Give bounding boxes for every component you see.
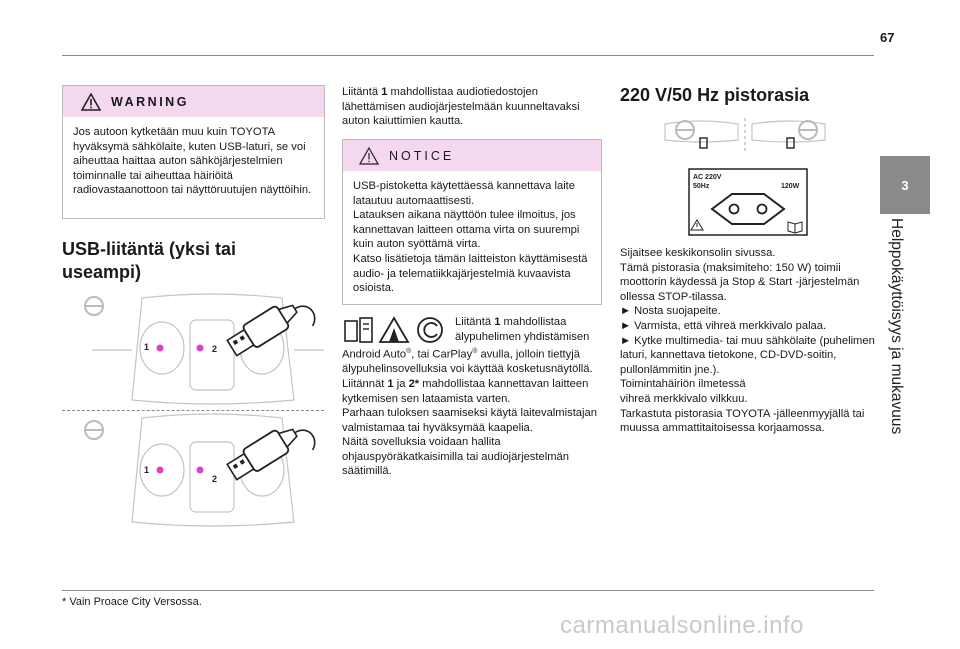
port-2-label: 2 [212, 474, 217, 484]
footnote: * Vain Proace City Versossa. [62, 596, 202, 608]
smartphone-line2: älypuhelimen yhdistämisen [455, 331, 590, 343]
manual-book-icon [787, 221, 803, 234]
steering-wheel-icon [84, 296, 104, 316]
notice-title: NOTICE [389, 148, 455, 163]
notice-triangle-icon [359, 146, 379, 165]
watermark: carmanualsonline.info [560, 612, 804, 639]
usb-location-diagram: 1 2 1 2 [84, 293, 324, 527]
car-interior-top-view-2 [131, 413, 295, 527]
carplay-icon [417, 317, 443, 343]
port-1-marker [156, 466, 164, 474]
port-1-marker [156, 344, 164, 352]
caution-icon [690, 219, 704, 231]
socket-marker-right [786, 137, 795, 149]
mirror-screen-icon [344, 317, 373, 343]
port-1-label: 1 [144, 465, 149, 475]
socket-heading: 220 V/50 Hz pistorasia [620, 85, 810, 105]
steering-wheel-icon [675, 120, 695, 140]
port-2-marker [196, 466, 204, 474]
chapter-title: Helppokäyttöisyys ja mukavuus [888, 218, 905, 435]
port-1-label: 1 [144, 342, 149, 352]
socket-location-diagram [664, 118, 826, 154]
warning-triangle-icon [81, 92, 101, 111]
steering-wheel-icon [84, 420, 104, 440]
page-number: 67 [880, 30, 895, 45]
notice-text: USB-pistoketta käytettäessä kannettava l… [353, 180, 588, 295]
usb-plug-icon [226, 428, 316, 481]
usb-intro: Liitäntä 1 mahdollistaa audiotiedostojen… [342, 86, 580, 128]
top-rule [62, 55, 874, 56]
usb-heading: USB-liitäntä (yksi tai useampi) [62, 239, 237, 282]
notice-box: NOTICE USB-pistoketta käytettäessä kanne… [342, 139, 602, 305]
socket-outlet-icon [710, 193, 786, 225]
chapter-tab[interactable]: 3 [880, 156, 930, 214]
steering-wheel-icon [798, 120, 818, 140]
socket-watt-label: 120W [781, 183, 800, 190]
usb-plug-icon [226, 304, 316, 357]
warning-text: Jos autoon kytketään muu kuin TOYOTA hyv… [73, 126, 312, 197]
socket-marker-left [699, 137, 708, 149]
socket-diagram: AC 220V 50Hz 120W [688, 168, 808, 236]
socket-hz-label: 50Hz [693, 183, 710, 190]
port-2-label: 2 [212, 344, 217, 354]
socket-ac-label: AC 220V [693, 174, 722, 181]
notice-header: NOTICE [343, 140, 601, 171]
smartphone-connect-icons [344, 316, 443, 343]
diagram-separator [62, 410, 324, 411]
warning-header: WARNING [63, 86, 324, 117]
socket-instructions: Sijaitsee keskikonsolin sivussa. Tämä pi… [620, 247, 875, 435]
android-auto-icon [378, 316, 410, 343]
warning-title: WARNING [111, 94, 189, 109]
warning-box: WARNING Jos autoon kytketään muu kuin TO… [62, 85, 325, 219]
port-2-marker [196, 344, 204, 352]
smartphone-line1: Liitäntä 1 mahdollistaa [455, 316, 567, 328]
footer-rule [62, 590, 874, 591]
dashboard-outline-right [751, 120, 826, 143]
smartphone-para: Android Auto®, tai CarPlay® avulla, joll… [342, 348, 597, 478]
